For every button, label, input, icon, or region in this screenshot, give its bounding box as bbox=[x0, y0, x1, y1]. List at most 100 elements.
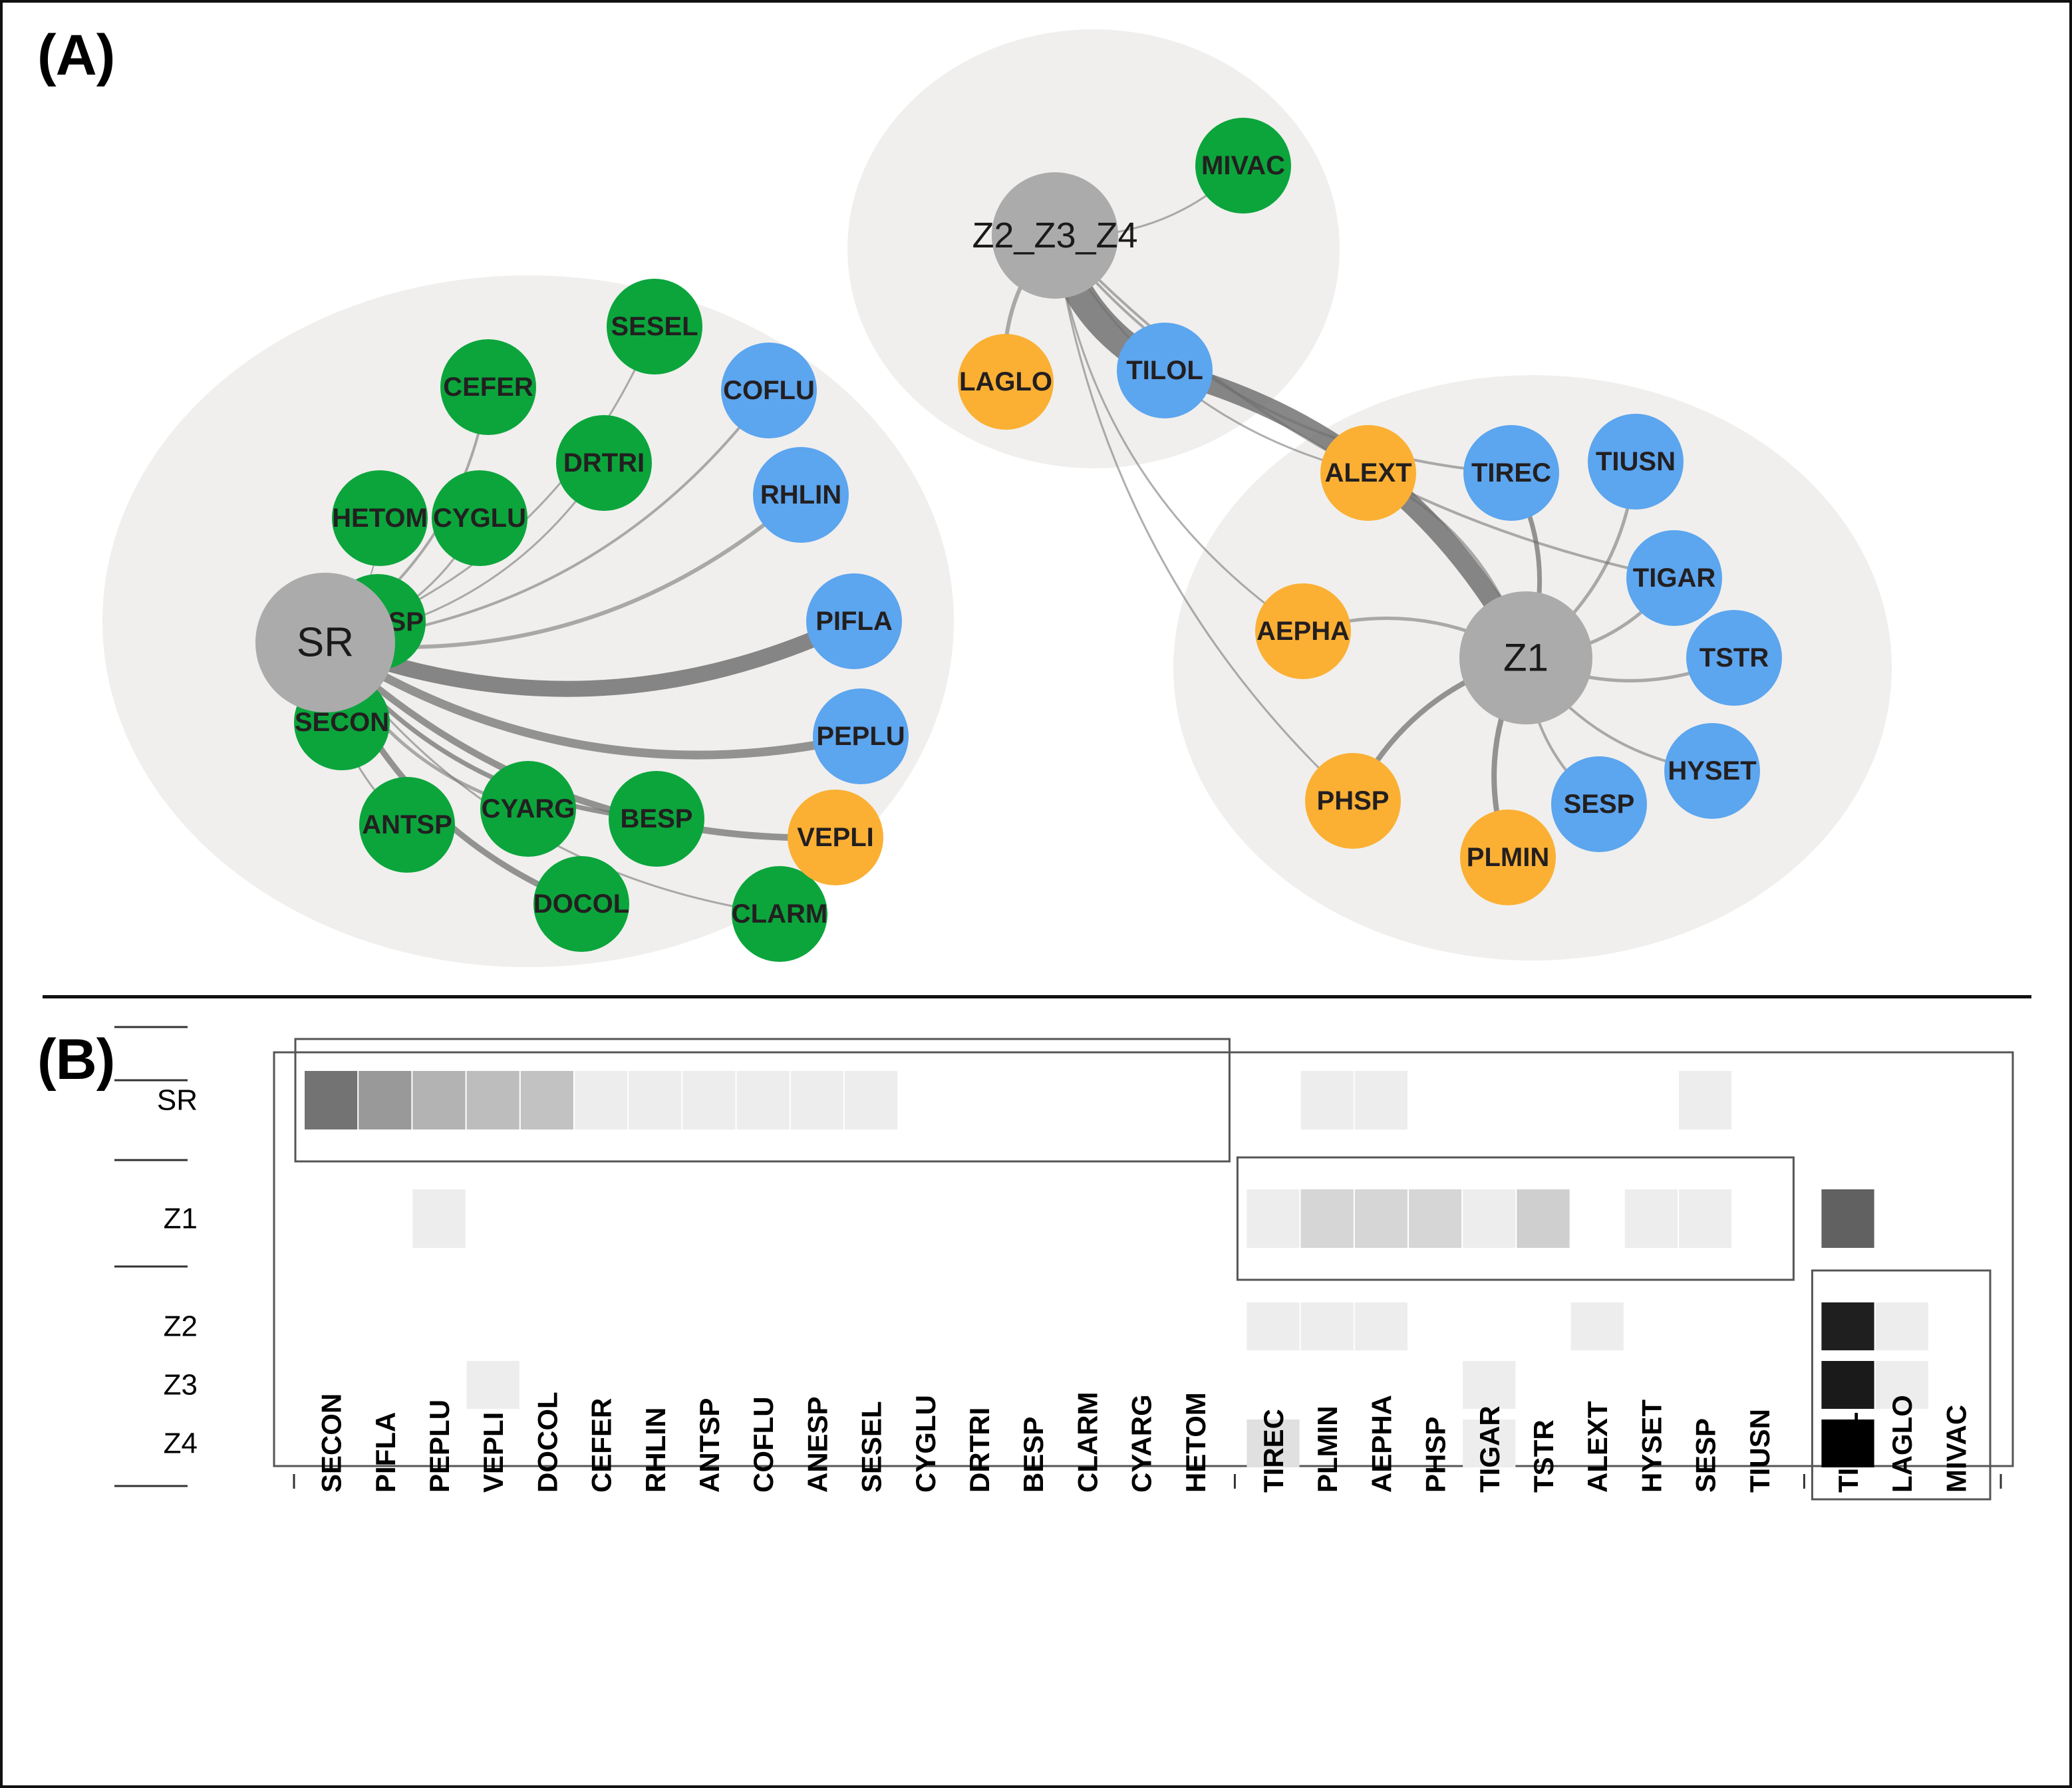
node-PEPLU[interactable]: PEPLU bbox=[813, 688, 909, 784]
heatmap-cell bbox=[1409, 1189, 1462, 1248]
node-circle-TIGAR[interactable] bbox=[1626, 530, 1722, 626]
node-circle-DRTRI[interactable] bbox=[556, 415, 652, 511]
hub-Z2_Z3_Z4[interactable]: Z2_Z3_Z4 bbox=[972, 172, 1138, 299]
node-circle-HETOM[interactable] bbox=[332, 470, 428, 566]
node-CYGLU[interactable]: CYGLU bbox=[432, 470, 527, 566]
node-circle-PIFLA[interactable] bbox=[806, 573, 902, 669]
node-circle-CYARG[interactable] bbox=[480, 761, 576, 857]
node-circle-COFLU[interactable] bbox=[721, 343, 817, 438]
node-circle-SESEL[interactable] bbox=[607, 279, 702, 374]
node-CYARG[interactable]: CYARG bbox=[480, 761, 576, 857]
panel-divider bbox=[43, 995, 2031, 998]
node-circle-RHLIN[interactable] bbox=[753, 447, 849, 543]
hub-Z1[interactable]: Z1 bbox=[1459, 591, 1592, 724]
node-circle-PHSP[interactable] bbox=[1305, 753, 1401, 849]
node-SESEL[interactable]: SESEL bbox=[607, 279, 702, 374]
heatmap-cell bbox=[1300, 1189, 1354, 1248]
heatmap-cell bbox=[1821, 1189, 1874, 1248]
heatmap-cell bbox=[520, 1071, 573, 1129]
node-circle-SESP[interactable] bbox=[1551, 756, 1647, 852]
node-label-HYSET: HYSET bbox=[1668, 756, 1756, 786]
heatmap-cell bbox=[1624, 1189, 1678, 1248]
node-label-PHSP: PHSP bbox=[1317, 786, 1390, 816]
node-TIUSN[interactable]: TIUSN bbox=[1588, 414, 1684, 510]
node-circle-TIUSN[interactable] bbox=[1588, 414, 1684, 510]
row-label-Z2: Z2 bbox=[164, 1310, 198, 1343]
network-graph: SESELCEFERDRTRICYGLUHETOMANESPSECONANTSP… bbox=[102, 29, 1892, 967]
node-TILOL[interactable]: TILOL bbox=[1117, 323, 1213, 418]
heatmap-cell bbox=[682, 1071, 736, 1129]
node-BESP[interactable]: BESP bbox=[609, 771, 704, 867]
heatmap-cell bbox=[305, 1071, 358, 1129]
node-SESP[interactable]: SESP bbox=[1551, 756, 1647, 852]
edge-Z2_Z3_Z4-PHSP bbox=[1054, 234, 1354, 802]
hub-circle-Z1[interactable] bbox=[1459, 591, 1592, 724]
node-circle-MIVAC[interactable] bbox=[1195, 118, 1291, 214]
node-PIFLA[interactable]: PIFLA bbox=[806, 573, 902, 669]
col-label-PEPLU: PEPLU bbox=[424, 1400, 455, 1493]
node-circle-CEFER[interactable] bbox=[440, 339, 536, 435]
node-LAGLO[interactable]: LAGLO bbox=[958, 334, 1054, 430]
node-HETOM[interactable]: HETOM bbox=[332, 470, 428, 566]
node-label-TIUSN: TIUSN bbox=[1596, 447, 1676, 476]
node-ALEXT[interactable]: ALEXT bbox=[1320, 425, 1416, 521]
block-Z234-block bbox=[1811, 1269, 1992, 1501]
node-label-VEPLI: VEPLI bbox=[797, 823, 874, 852]
node-circle-ALEXT[interactable] bbox=[1320, 425, 1416, 521]
node-HYSET[interactable]: HYSET bbox=[1664, 723, 1760, 819]
node-label-HETOM: HETOM bbox=[332, 504, 428, 533]
hub-SR[interactable]: SR bbox=[255, 573, 395, 712]
heatmap-cell bbox=[1354, 1302, 1407, 1350]
col-label-TIREC: TIREC bbox=[1258, 1409, 1289, 1493]
node-ANTSP[interactable]: ANTSP bbox=[359, 777, 455, 873]
node-circle-HYSET[interactable] bbox=[1664, 723, 1760, 819]
node-PLMIN[interactable]: PLMIN bbox=[1460, 810, 1556, 905]
hub-circle-SR[interactable] bbox=[255, 573, 395, 712]
node-circle-CYGLU[interactable] bbox=[432, 470, 527, 566]
node-CLARM[interactable]: CLARM bbox=[732, 866, 827, 962]
node-label-PEPLU: PEPLU bbox=[816, 722, 905, 751]
col-label-COFLU: COFLU bbox=[748, 1396, 779, 1493]
node-TSTR[interactable]: TSTR bbox=[1686, 610, 1782, 706]
hub-circle-Z2_Z3_Z4[interactable] bbox=[992, 172, 1118, 299]
node-circle-TIREC[interactable] bbox=[1463, 425, 1559, 521]
node-TIREC[interactable]: TIREC bbox=[1463, 425, 1559, 521]
node-circle-ANTSP[interactable] bbox=[359, 777, 455, 873]
col-label-RHLIN: RHLIN bbox=[640, 1408, 671, 1493]
node-circle-PLMIN[interactable] bbox=[1460, 810, 1556, 905]
node-circle-LAGLO[interactable] bbox=[958, 334, 1054, 430]
node-circle-PEPLU[interactable] bbox=[813, 688, 909, 784]
node-circle-VEPLI[interactable] bbox=[788, 790, 883, 885]
node-COFLU[interactable]: COFLU bbox=[721, 343, 817, 438]
node-PHSP[interactable]: PHSP bbox=[1305, 753, 1401, 849]
heatmap-cell bbox=[1247, 1419, 1300, 1467]
col-label-TSTR: TSTR bbox=[1528, 1419, 1559, 1493]
node-DRTRI[interactable]: DRTRI bbox=[556, 415, 652, 511]
heatmap-cell bbox=[1300, 1071, 1354, 1129]
node-label-DOCOL: DOCOL bbox=[533, 889, 629, 919]
node-circle-BESP[interactable] bbox=[609, 771, 704, 867]
heatmap-cell bbox=[359, 1071, 412, 1129]
node-TIGAR[interactable]: TIGAR bbox=[1626, 530, 1722, 626]
node-circle-TILOL[interactable] bbox=[1117, 323, 1213, 418]
col-label-BESP: BESP bbox=[1018, 1417, 1049, 1493]
heatmap-cell bbox=[845, 1071, 898, 1129]
node-RHLIN[interactable]: RHLIN bbox=[753, 447, 849, 543]
col-label-ALEXT: ALEXT bbox=[1582, 1401, 1613, 1493]
heatmap-cell bbox=[1354, 1189, 1407, 1248]
node-CEFER[interactable]: CEFER bbox=[440, 339, 536, 435]
node-circle-CLARM[interactable] bbox=[732, 866, 827, 962]
node-DOCOL[interactable]: DOCOL bbox=[533, 856, 629, 952]
node-AEPHA[interactable]: AEPHA bbox=[1255, 583, 1351, 679]
heatmap-cell bbox=[1679, 1189, 1732, 1248]
node-circle-TSTR[interactable] bbox=[1686, 610, 1782, 706]
node-VEPLI[interactable]: VEPLI bbox=[788, 790, 883, 885]
node-label-SESEL: SESEL bbox=[611, 312, 698, 341]
block-SR-block bbox=[294, 1038, 1231, 1163]
node-circle-DOCOL[interactable] bbox=[533, 856, 629, 952]
heatmap-cell bbox=[1821, 1361, 1874, 1409]
node-MIVAC[interactable]: MIVAC bbox=[1195, 118, 1291, 214]
node-circle-AEPHA[interactable] bbox=[1255, 583, 1351, 679]
